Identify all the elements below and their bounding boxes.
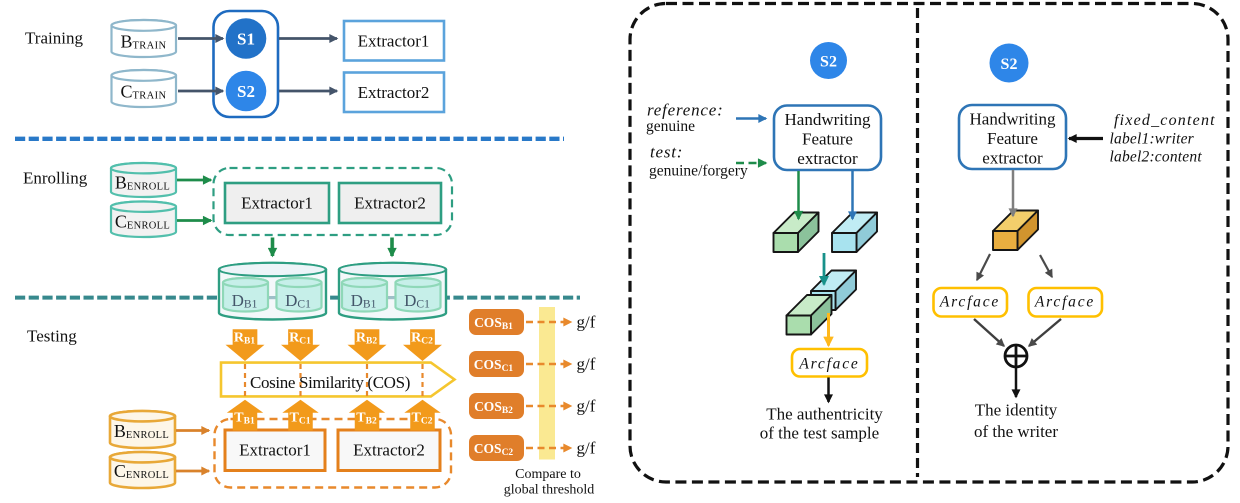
svg-text:Handwriting: Handwriting [785,110,871,129]
svg-text:Enrolling: Enrolling [23,169,88,188]
svg-text:extractor: extractor [982,149,1043,168]
svg-text:S1: S1 [237,30,255,49]
svg-text:of the test sample: of the test sample [760,424,879,443]
svg-text:Extractor1: Extractor1 [241,194,313,213]
svg-text:Feature: Feature [802,130,853,149]
svg-text:Training: Training [25,29,83,48]
svg-text:S2: S2 [1001,56,1018,73]
svg-text:label2:content: label2:content [1110,149,1203,166]
svg-text:S2: S2 [820,54,837,71]
svg-text:global threshold: global threshold [504,483,595,498]
svg-text:Extractor2: Extractor2 [353,441,425,460]
svg-text:g/f: g/f [577,397,596,416]
svg-text:The identity: The identity [975,401,1058,420]
svg-text:Extractor2: Extractor2 [354,194,426,213]
svg-text:extractor: extractor [797,149,858,168]
svg-text:test:: test: [650,143,683,162]
svg-text:The authentricity: The authentricity [766,405,883,424]
svg-text:Compare to: Compare to [515,467,581,482]
svg-text:reference:: reference: [647,101,724,120]
svg-text:genuine: genuine [646,118,695,135]
svg-text:Feature: Feature [987,129,1038,148]
svg-text:g/f: g/f [577,355,596,374]
svg-text:Testing: Testing [27,327,77,346]
svg-text:genuine/forgery: genuine/forgery [649,163,748,180]
svg-text:S2: S2 [237,82,255,101]
svg-text:Arcface: Arcface [798,356,859,373]
svg-text:Extractor1: Extractor1 [358,31,430,50]
svg-text:g/f: g/f [577,313,596,332]
svg-text:of the writer: of the writer [974,422,1058,441]
svg-text:Arcface: Arcface [939,294,1000,311]
svg-text:fixed_content: fixed_content [1114,112,1216,129]
svg-text:Extractor1: Extractor1 [239,441,311,460]
svg-text:Cosine Similarity (COS): Cosine Similarity (COS) [250,373,410,392]
svg-text:Extractor2: Extractor2 [358,83,430,102]
svg-text:label1:writer: label1:writer [1110,131,1195,148]
svg-text:g/f: g/f [577,439,596,458]
svg-text:Arcface: Arcface [1034,294,1095,311]
svg-text:Handwriting: Handwriting [970,110,1056,129]
